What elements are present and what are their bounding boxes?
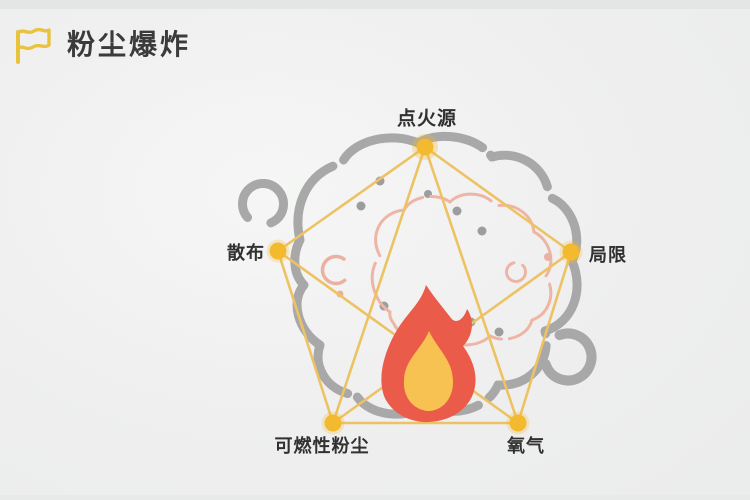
pentagon-vertex-dots — [266, 134, 583, 435]
vertex-dot-dispersion — [269, 242, 287, 260]
vertex-dot-oxygen — [509, 414, 527, 432]
header: 粉尘爆炸 — [12, 24, 191, 66]
vertex-dot-combustible-dust — [324, 414, 342, 432]
vertex-dot-ignition — [416, 138, 434, 156]
flame-icon — [381, 285, 476, 423]
vertex-label-combustible-dust: 可燃性粉尘 — [274, 436, 370, 456]
vertex-label-dispersion: 散布 — [227, 243, 265, 263]
page-title: 粉尘爆炸 — [67, 29, 192, 60]
smoke-ring-icon — [237, 179, 597, 386]
bottom-edge-strip — [0, 495, 750, 500]
dust-cloud-icon — [290, 132, 582, 419]
vertex-label-ignition: 点火源 — [396, 108, 458, 130]
vertex-label-oxygen: 氧气 — [507, 436, 545, 456]
flag-icon — [16, 27, 51, 64]
vertex-label-confinement: 局限 — [589, 245, 627, 265]
vertex-dot-confinement — [562, 243, 580, 261]
top-edge-strip — [0, 0, 750, 9]
